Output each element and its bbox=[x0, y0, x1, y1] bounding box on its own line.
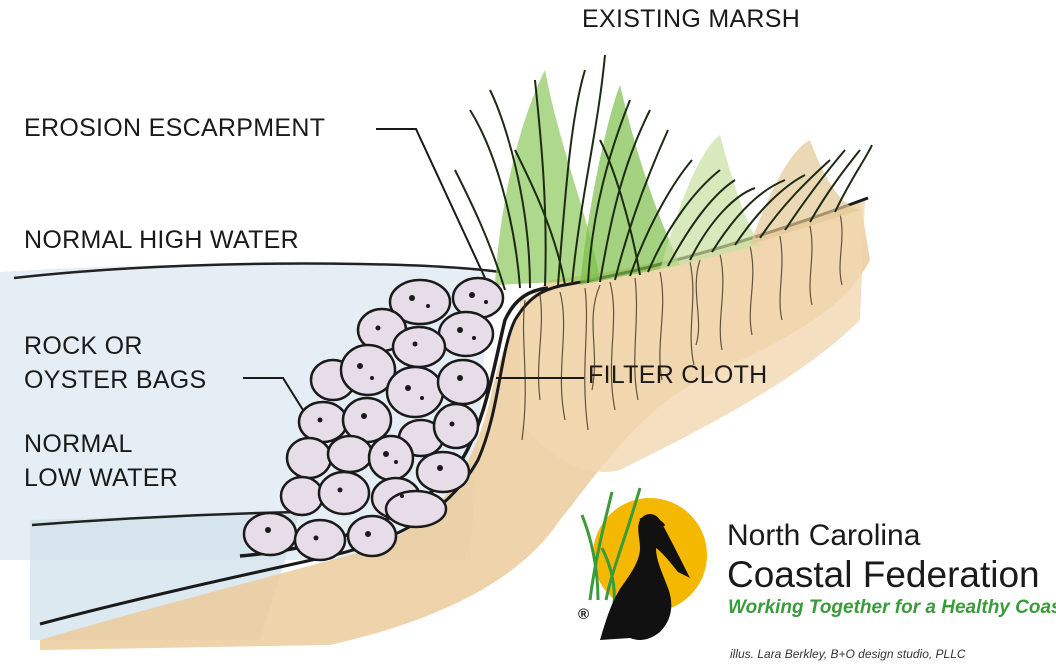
rock bbox=[319, 472, 369, 514]
coastal-federation-logo bbox=[582, 488, 707, 640]
brand-name-line1: North Carolina bbox=[727, 518, 920, 554]
brand-name-line2: Coastal Federation bbox=[727, 553, 1040, 597]
rock bbox=[287, 438, 331, 478]
label-oyster-bags: OYSTER BAGS bbox=[24, 363, 207, 397]
rock bbox=[328, 436, 372, 472]
rock bbox=[281, 477, 323, 515]
label-normal-low-water: NORMAL LOW WATER bbox=[24, 427, 178, 495]
label-low-water: LOW WATER bbox=[24, 461, 178, 495]
label-existing-marsh: EXISTING MARSH bbox=[582, 2, 800, 36]
rock bbox=[434, 404, 478, 448]
registered-mark: ® bbox=[578, 606, 589, 623]
rock bbox=[439, 312, 493, 356]
illustration-credit: illus. Lara Berkley, B+O design studio, … bbox=[730, 647, 966, 661]
rock bbox=[387, 367, 443, 417]
rock bbox=[348, 516, 396, 556]
label-rock-or: ROCK OR bbox=[24, 329, 207, 363]
label-normal-high-water: NORMAL HIGH WATER bbox=[24, 223, 299, 257]
rock bbox=[244, 513, 296, 555]
rock bbox=[295, 520, 345, 560]
rock bbox=[299, 402, 347, 442]
rock bbox=[393, 327, 445, 367]
rock bbox=[369, 436, 413, 480]
rock bbox=[386, 491, 446, 527]
rock bbox=[417, 452, 469, 492]
label-filter-cloth: FILTER CLOTH bbox=[588, 358, 768, 392]
label-normal: NORMAL bbox=[24, 427, 178, 461]
label-erosion-escarpment: EROSION ESCARPMENT bbox=[24, 111, 325, 145]
label-rock-or-oyster-bags: ROCK OR OYSTER BAGS bbox=[24, 329, 207, 397]
rock bbox=[438, 360, 488, 404]
leader-erosion-escarpment bbox=[376, 129, 485, 278]
brand-tagline: Working Together for a Healthy Coast bbox=[728, 597, 1056, 619]
